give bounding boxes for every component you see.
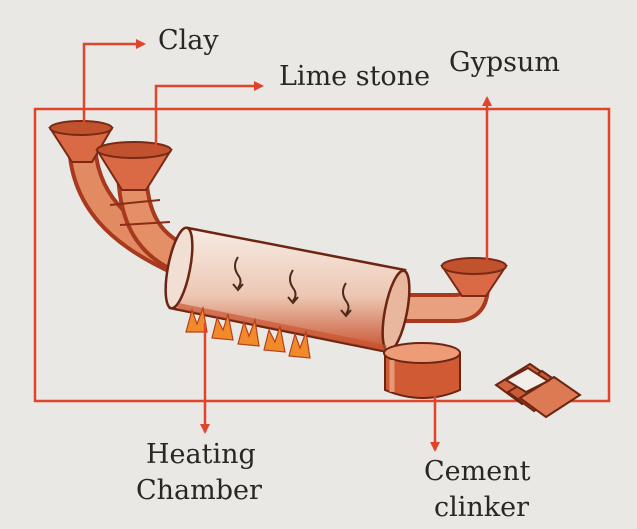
heating-drum <box>160 226 414 354</box>
cement-clinker-label-line1: Cement <box>424 458 530 485</box>
limestone-funnel <box>97 142 171 190</box>
cement-clinker-label-line2: clinker <box>434 494 529 521</box>
clay-arrow <box>84 44 144 123</box>
clinker-drum <box>384 343 460 398</box>
limestone-arrow <box>156 86 262 149</box>
lime-stone-label: Lime stone <box>279 63 430 90</box>
clay-label: Clay <box>158 27 219 54</box>
cement-bags <box>496 364 580 417</box>
heating-chamber-label-line2: Chamber <box>136 477 262 504</box>
gypsum-label: Gypsum <box>449 49 560 76</box>
gypsum-funnel <box>442 258 506 296</box>
heating-chamber-label-line1: Heating <box>146 441 256 468</box>
